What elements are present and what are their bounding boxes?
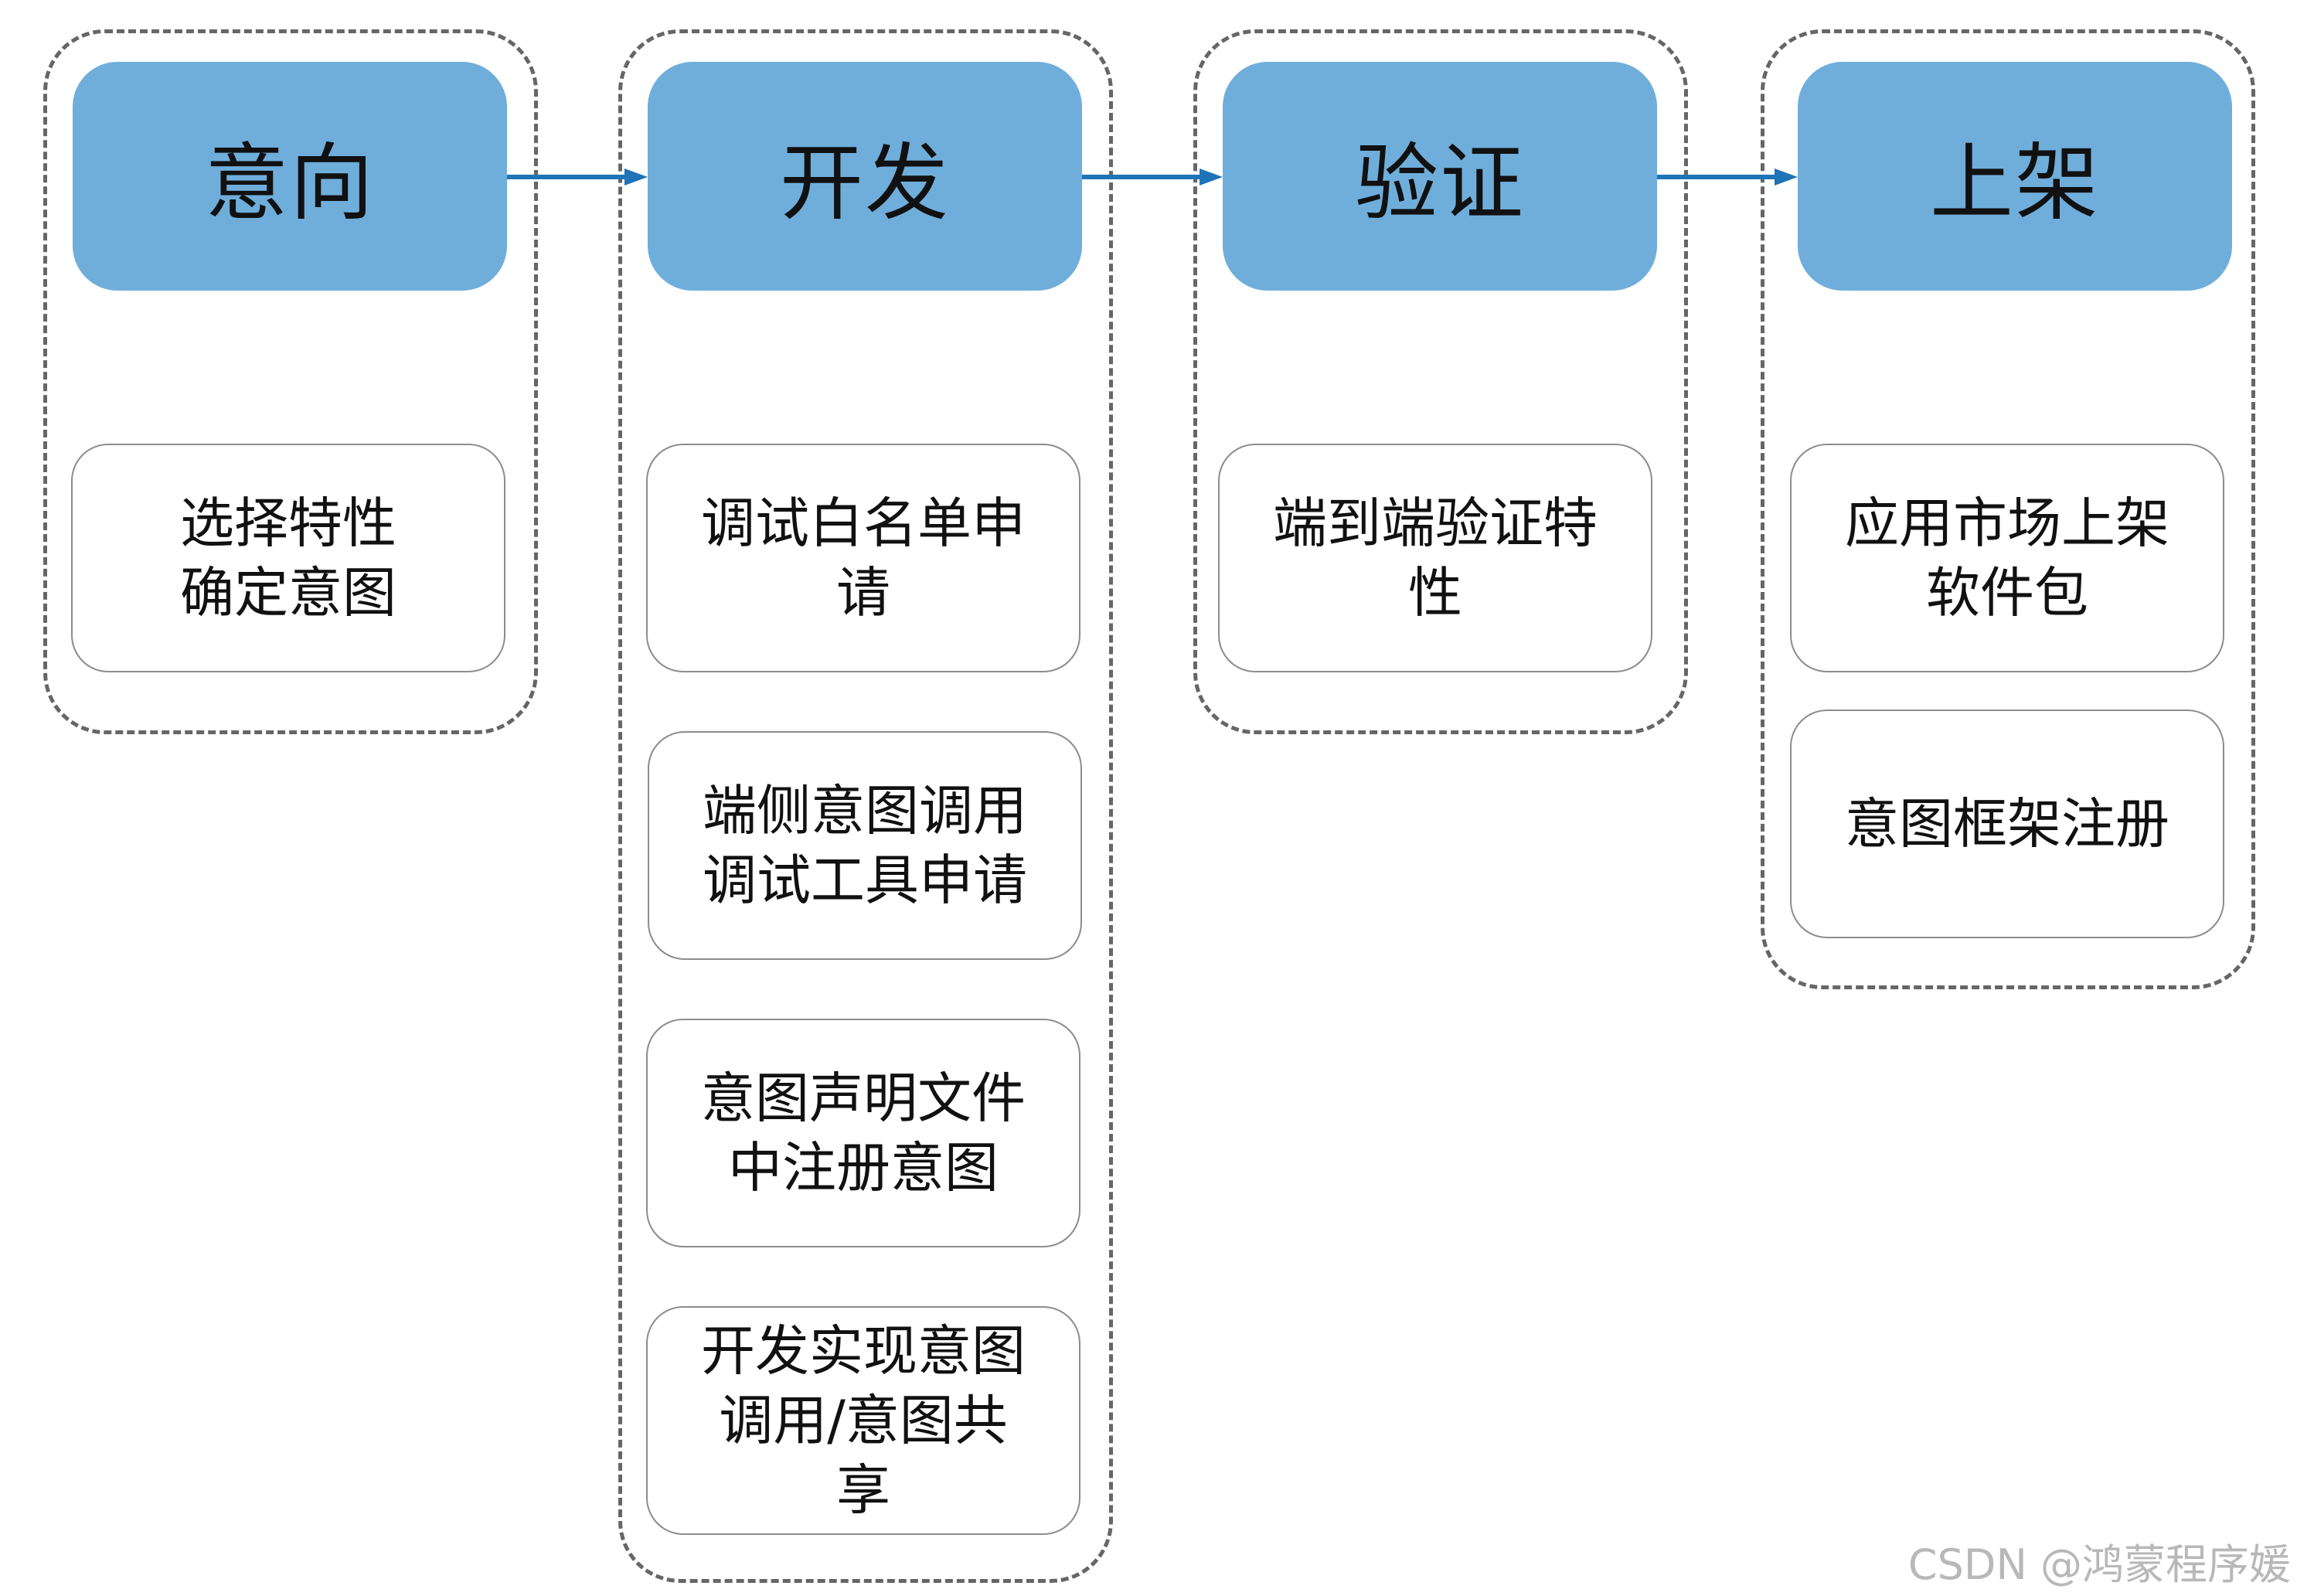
card-text: 端侧意图调用 调试工具申请 <box>703 779 1027 912</box>
flow-arrow <box>1082 168 1223 185</box>
arrow-head-icon <box>1200 168 1223 185</box>
stage-card: 意图声明文件 中注册意图 <box>646 1019 1080 1247</box>
flow-arrow <box>507 168 648 185</box>
stage-frame-verify <box>1193 29 1688 734</box>
stage-card: 选择特性 确定意图 <box>71 444 505 672</box>
stage-header-develop: 开发 <box>648 62 1082 291</box>
stage-frame-intent <box>43 29 538 734</box>
stage-card: 调试白名单申 请 <box>646 444 1080 672</box>
arrow-head-icon <box>624 168 648 185</box>
flow-arrow <box>1657 168 1798 185</box>
card-text: 端到端验证特 性 <box>1273 492 1598 624</box>
stage-card: 开发实现意图 调用/意图共 享 <box>646 1306 1080 1535</box>
watermark: CSDN @鸿蒙程序媛 <box>1907 1540 2291 1589</box>
arrow-shaft <box>1082 175 1203 179</box>
stage-header-verify: 验证 <box>1223 62 1657 291</box>
stage-header-release: 上架 <box>1798 62 2232 291</box>
card-text: 开发实现意图 调用/意图共 享 <box>701 1319 1026 1522</box>
card-text: 意图框架注册 <box>1845 792 2169 856</box>
stage-title: 上架 <box>1929 135 2100 232</box>
card-text: 选择特性 确定意图 <box>180 492 396 624</box>
stage-frame-develop <box>618 29 1113 1583</box>
arrow-shaft <box>507 175 628 179</box>
stage-card: 意图框架注册 <box>1790 710 2224 938</box>
stage-header-intent: 意向 <box>73 62 507 291</box>
stage-frame-release <box>1761 29 2255 989</box>
arrow-head-icon <box>1775 168 1798 185</box>
stage-title: 意向 <box>204 135 375 232</box>
stage-card: 端到端验证特 性 <box>1218 444 1652 672</box>
stage-title: 验证 <box>1354 135 1525 232</box>
card-text: 意图声明文件 中注册意图 <box>701 1067 1026 1200</box>
stage-title: 开发 <box>779 135 950 232</box>
stage-card: 应用市场上架 软件包 <box>1790 444 2224 672</box>
card-text: 应用市场上架 软件包 <box>1845 492 2169 624</box>
stage-card: 端侧意图调用 调试工具申请 <box>648 731 1082 960</box>
card-text: 调试白名单申 请 <box>701 492 1026 624</box>
arrow-shaft <box>1657 175 1778 179</box>
